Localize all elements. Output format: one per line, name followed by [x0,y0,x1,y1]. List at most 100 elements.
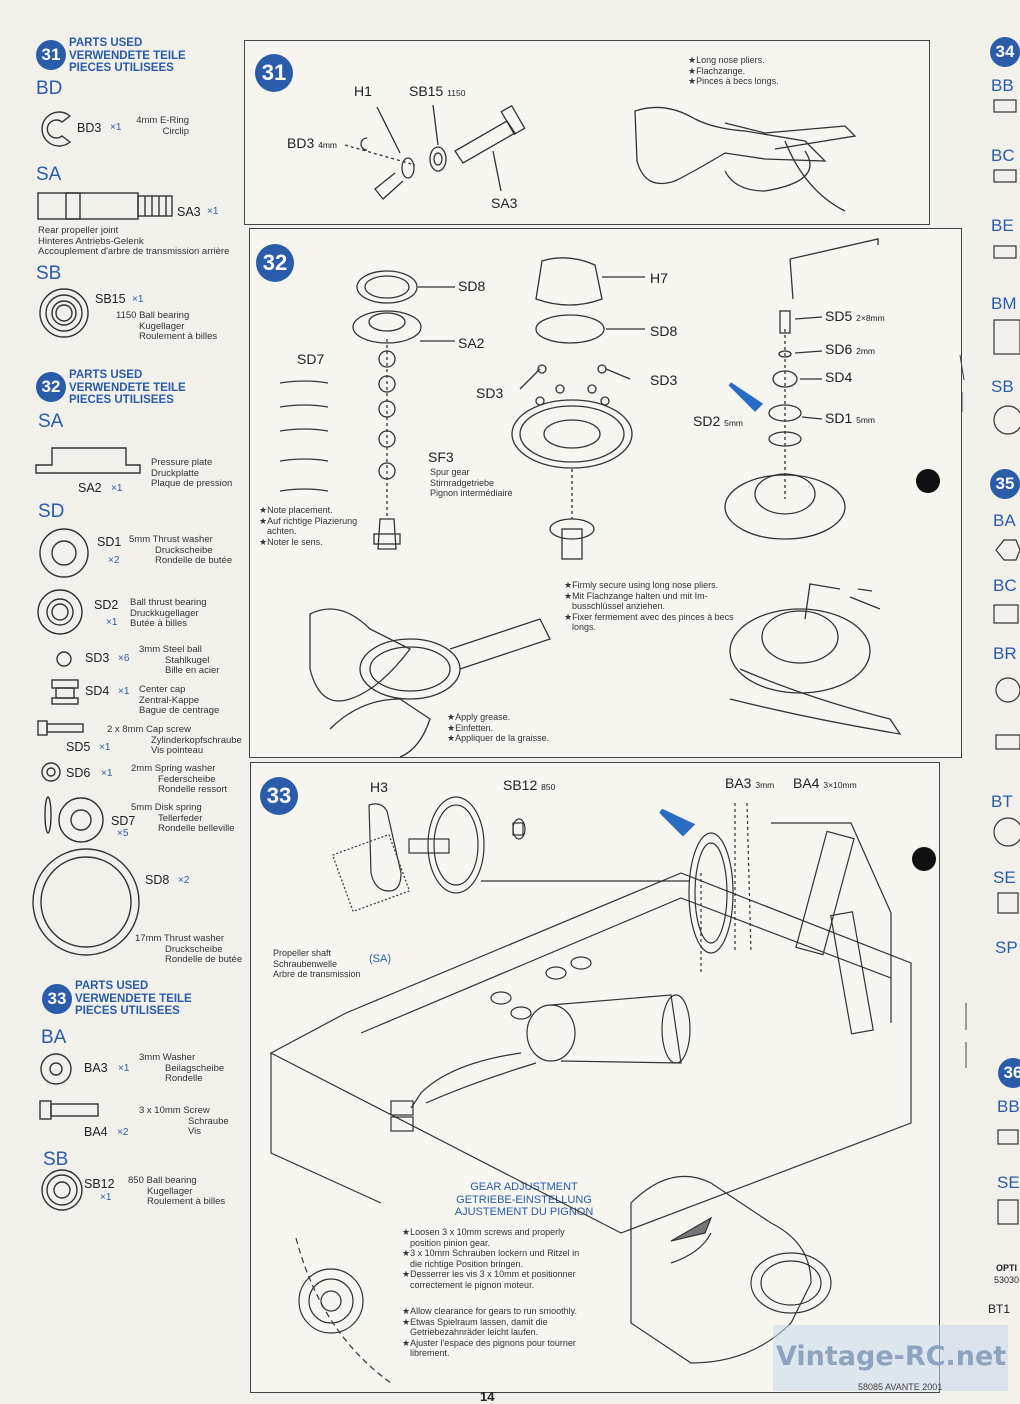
part-code-sd6: SD6 [66,766,91,780]
ball-bearing-icon [41,1169,83,1211]
part-code-sb15: SB15 [95,292,126,306]
label-h7: H7 [650,270,668,286]
part-qty-sa3: ×1 [207,206,219,217]
strip-cat-bc: BC [991,146,1015,165]
cap-screw-icon [37,720,84,736]
label-sd8-a: SD8 [458,278,486,294]
category-sa-32: SA [38,411,64,432]
option-code: 53030 [994,1275,1020,1285]
page-number: 14 [480,1389,495,1404]
part-code-sd8: SD8 [145,873,170,887]
strip-cat-bc2: BC [993,576,1017,595]
part-qty-sb15: ×1 [132,294,144,305]
part-code-sd5: SD5 [66,740,91,754]
category-sb-33: SB [43,1149,69,1170]
strip-cat-se2: SE [997,1173,1020,1192]
part-qty-sa2: ×1 [111,483,123,494]
pressure-plate-icon [35,447,141,474]
strip-cat-bb: BB [991,76,1014,95]
panel-step-badge-31: 31 [255,54,293,92]
option-label: OPTI [996,1263,1018,1273]
part-qty-sd5: ×1 [99,742,111,753]
center-cap-icon [51,679,79,705]
part-qty-ba3: ×1 [118,1063,130,1074]
category-sd: SD [38,501,65,522]
part-qty-sd8: ×2 [178,875,190,886]
label-ba3: BA3 3mm [725,775,775,791]
thrust-washer-icon [39,528,89,578]
propeller-joint-icon [37,192,173,220]
part-qty-sd1: ×2 [108,555,120,566]
strip-cat-be: BE [991,216,1014,235]
assembly-panel-31: 31 H1 SB15 1150 BD3 4mm SA3 ★Long nose p… [244,40,930,225]
label-ba4: BA4 3×10mm [793,775,857,791]
label-sb15: SB15 1150 [409,83,466,99]
secure-note: ★Firmly secure using long nose pliers.★M… [564,580,734,632]
ball-bearing-icon [39,288,89,338]
grease-note: ★Apply grease.★Einfetten.★Appliquer de l… [447,712,550,743]
part-code-sa3: SA3 [177,205,201,219]
screw-icon [39,1100,99,1120]
ball-thrust-bearing-icon [37,589,83,635]
propeller-shaft-code: (SA) [369,953,391,965]
part-code-sd4: SD4 [85,684,110,698]
part-code-sa2: SA2 [78,481,102,495]
part-qty-sd2: ×1 [106,617,118,628]
placement-note: ★Note placement.★Auf richtige Plazierung… [259,505,358,547]
label-sd1: SD1 5mm [825,410,876,426]
step-badge-31: 31 [36,40,66,70]
panel32-drawing [279,238,902,757]
label-sd4: SD4 [825,369,853,385]
panel33-drawing [269,796,912,1384]
part-code-bd3: BD3 [77,121,102,135]
footer-code: 58085 AVANTE 2001 [858,1382,943,1392]
watermark-text: Vintage-RC.net [776,1341,1007,1372]
label-sd3-a: SD3 [476,385,504,401]
category-bd: BD [36,78,63,99]
strip-cat-bm: BM [991,294,1017,313]
label-sd6: SD6 2mm [825,341,876,357]
label-h1: H1 [354,83,372,99]
part-code-sd7: SD7 [111,814,136,828]
part-code-ba4: BA4 [84,1125,108,1139]
strip-cat-br: BR [993,644,1017,663]
large-thrust-washer-icon [32,848,140,956]
strip-cat-se: SE [993,868,1016,887]
part-qty-sd6: ×1 [101,768,113,779]
step-badge-32: 32 [36,372,66,402]
part-qty-sd7: ×5 [117,828,129,839]
strip-cat-sp: SP [995,938,1018,957]
panel31-drawing [344,104,857,212]
part-qty-sd3: ×6 [118,653,130,664]
label-sa3: SA3 [491,195,518,211]
strip-cat-bt: BT [991,792,1013,811]
strip-cat-bb2: BB [997,1097,1020,1116]
strip-cat-ba: BA [993,511,1016,530]
panel-step-badge-33: 33 [260,777,298,815]
part-code-sb12: SB12 [84,1177,115,1191]
label-bd3: BD3 4mm [287,135,338,151]
steel-ball-icon [56,651,72,667]
strip-cat-sb: SB [991,377,1014,396]
label-sa2: SA2 [458,335,485,351]
assembly-panel-33: 33 H3 SB12 850 BA3 3mm BA4 3×10mm Propel… [250,762,940,1393]
category-ba: BA [41,1027,67,1048]
bt1-label: BT1 [988,1302,1011,1316]
label-sb12: SB12 850 [503,777,556,793]
spring-washer-icon [41,762,61,782]
panel-step-badge-32: 32 [256,244,294,282]
